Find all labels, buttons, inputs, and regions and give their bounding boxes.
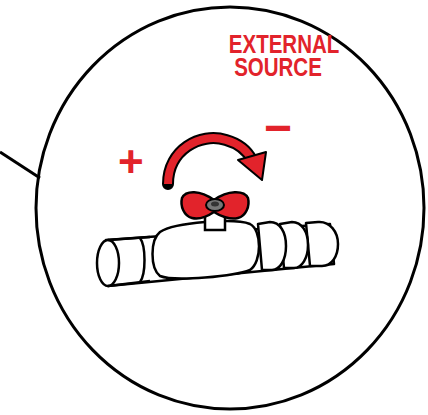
rotation-arrow <box>168 138 266 184</box>
callout-title: EXTERNAL SOURCE <box>229 33 327 79</box>
plus-sign: + <box>118 140 144 184</box>
callout-circle: EXTERNAL SOURCE <box>34 5 426 411</box>
valve-handle <box>181 192 248 218</box>
leader-line <box>0 152 40 178</box>
circle-outline <box>34 5 426 411</box>
minus-sign: − <box>264 104 292 152</box>
